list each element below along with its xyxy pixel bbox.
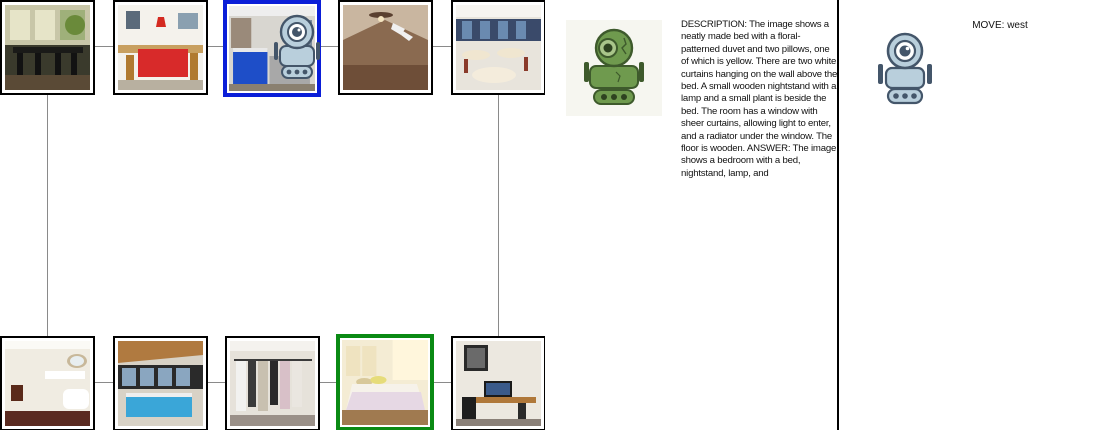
robot-agent-icon [268,12,326,82]
robot-icon [874,30,936,106]
room-description-text: DESCRIPTION: The image shows a neatly ma… [681,19,838,179]
room-tile-computer[interactable] [451,336,545,430]
room-tile-bathroom[interactable] [0,336,95,430]
room-map [0,0,545,430]
room-tile-attic[interactable] [338,0,433,95]
room-photo [343,5,428,90]
room-photo [230,341,315,426]
room-tile-bedroom-goal[interactable] [336,334,434,430]
green-robot-avatar [566,20,662,116]
room-photo [5,341,90,426]
room-photo [118,341,203,426]
room-tile-closet[interactable] [225,336,320,430]
move-label: MOVE: west [972,20,1028,31]
edge-left-vertical [47,94,48,336]
panel-divider [837,0,839,430]
edge-right-vertical [498,94,499,336]
room-photo [456,5,541,90]
room-tile-pool[interactable] [113,336,208,430]
room-tile-dining-red[interactable] [113,0,208,95]
room-photo [118,5,203,90]
room-tile-cafeteria[interactable] [451,0,545,95]
room-tile-dining-dark[interactable] [0,0,95,95]
room-photo [5,5,90,90]
room-photo [342,340,428,425]
room-photo [456,341,541,426]
